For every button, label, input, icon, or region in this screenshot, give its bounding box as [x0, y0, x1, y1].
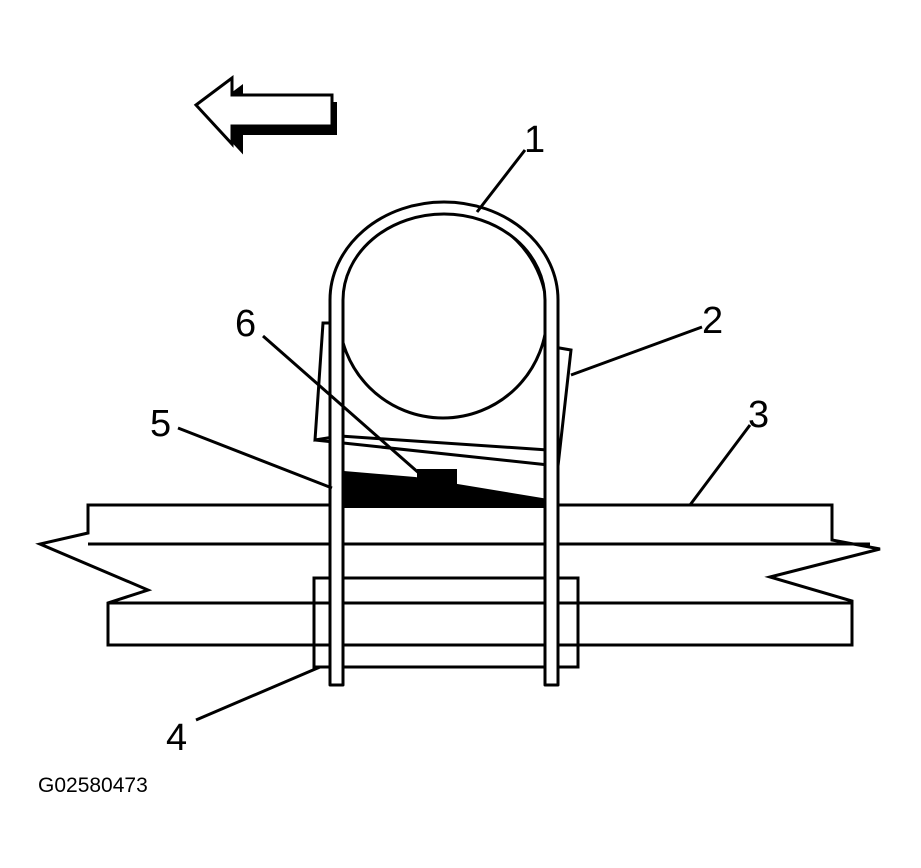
- callout-1: 1: [524, 119, 545, 161]
- locating-pin: [417, 469, 457, 493]
- leader-lines: [177, 149, 752, 722]
- leader-line-5: [177, 426, 333, 490]
- figure-id: G02580473: [38, 774, 148, 797]
- callout-6: 6: [235, 303, 256, 345]
- callout-5: 5: [150, 403, 171, 445]
- spring-plate: [312, 576, 580, 669]
- leader-line-2: [570, 325, 703, 377]
- leader-line-3: [688, 424, 752, 506]
- callout-3: 3: [748, 394, 769, 436]
- leader-line-6: [262, 334, 421, 476]
- callout-4: 4: [166, 717, 187, 759]
- direction-arrow-icon: [193, 75, 337, 155]
- u-bolt: [328, 200, 560, 687]
- callout-2: 2: [702, 300, 723, 342]
- leaf-spring: [35, 503, 881, 647]
- leader-line-4: [195, 665, 321, 722]
- leader-line-1: [475, 149, 527, 213]
